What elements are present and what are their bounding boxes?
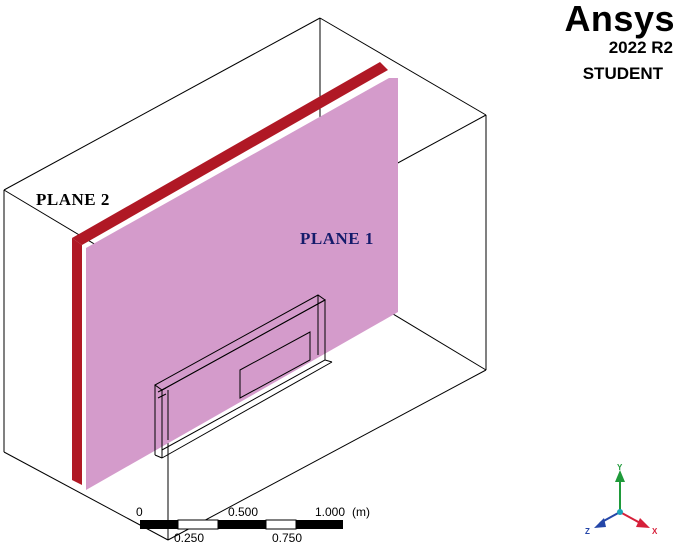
- body-outline: [161, 361, 333, 459]
- scale-bar: [140, 519, 343, 530]
- scale-segment: [218, 520, 266, 529]
- y-axis-label: Y: [617, 463, 623, 472]
- scale-segment: [265, 519, 297, 530]
- internal-body: [154, 294, 333, 459]
- plane-2-surface[interactable]: [72, 62, 388, 245]
- scale-segment: [296, 520, 343, 529]
- scale-segment: [177, 519, 219, 530]
- x-axis-label: X: [652, 527, 658, 536]
- box-edge: [3, 17, 321, 191]
- x-axis-arrow: [636, 518, 650, 528]
- scale-unit: (m): [352, 505, 370, 519]
- y-axis-arrow: [615, 470, 625, 482]
- body-inner-block: [239, 331, 311, 399]
- triad-origin: [617, 509, 623, 515]
- box-edge: [319, 17, 487, 116]
- body-outline: [154, 454, 163, 459]
- box-edge: [167, 369, 487, 541]
- z-axis-arrow: [594, 518, 606, 528]
- z-axis-label: Z: [585, 527, 590, 536]
- scale-label-0250: 0.250: [174, 531, 205, 545]
- axis-triad[interactable]: Y X Z: [585, 463, 658, 536]
- scale-label-1000: 1.000: [315, 505, 346, 519]
- brand-version: 2022 R2: [608, 38, 673, 57]
- body-outline: [157, 393, 167, 399]
- scale-label-0: 0: [136, 505, 143, 519]
- plane-1-label: PLANE 1: [300, 229, 374, 248]
- brand-edition: STUDENT: [582, 64, 663, 83]
- plane-1-surface[interactable]: [86, 78, 398, 490]
- scale-label-0500: 0.500: [228, 505, 259, 519]
- scale-label-0750: 0.750: [272, 531, 303, 545]
- plane-2-edge[interactable]: [72, 238, 82, 485]
- body-outline: [324, 359, 333, 363]
- brand-logo: Ansys: [564, 0, 675, 39]
- scale-segment: [140, 520, 178, 529]
- body-outline: [157, 387, 167, 393]
- plane-2-label: PLANE 2: [36, 190, 110, 209]
